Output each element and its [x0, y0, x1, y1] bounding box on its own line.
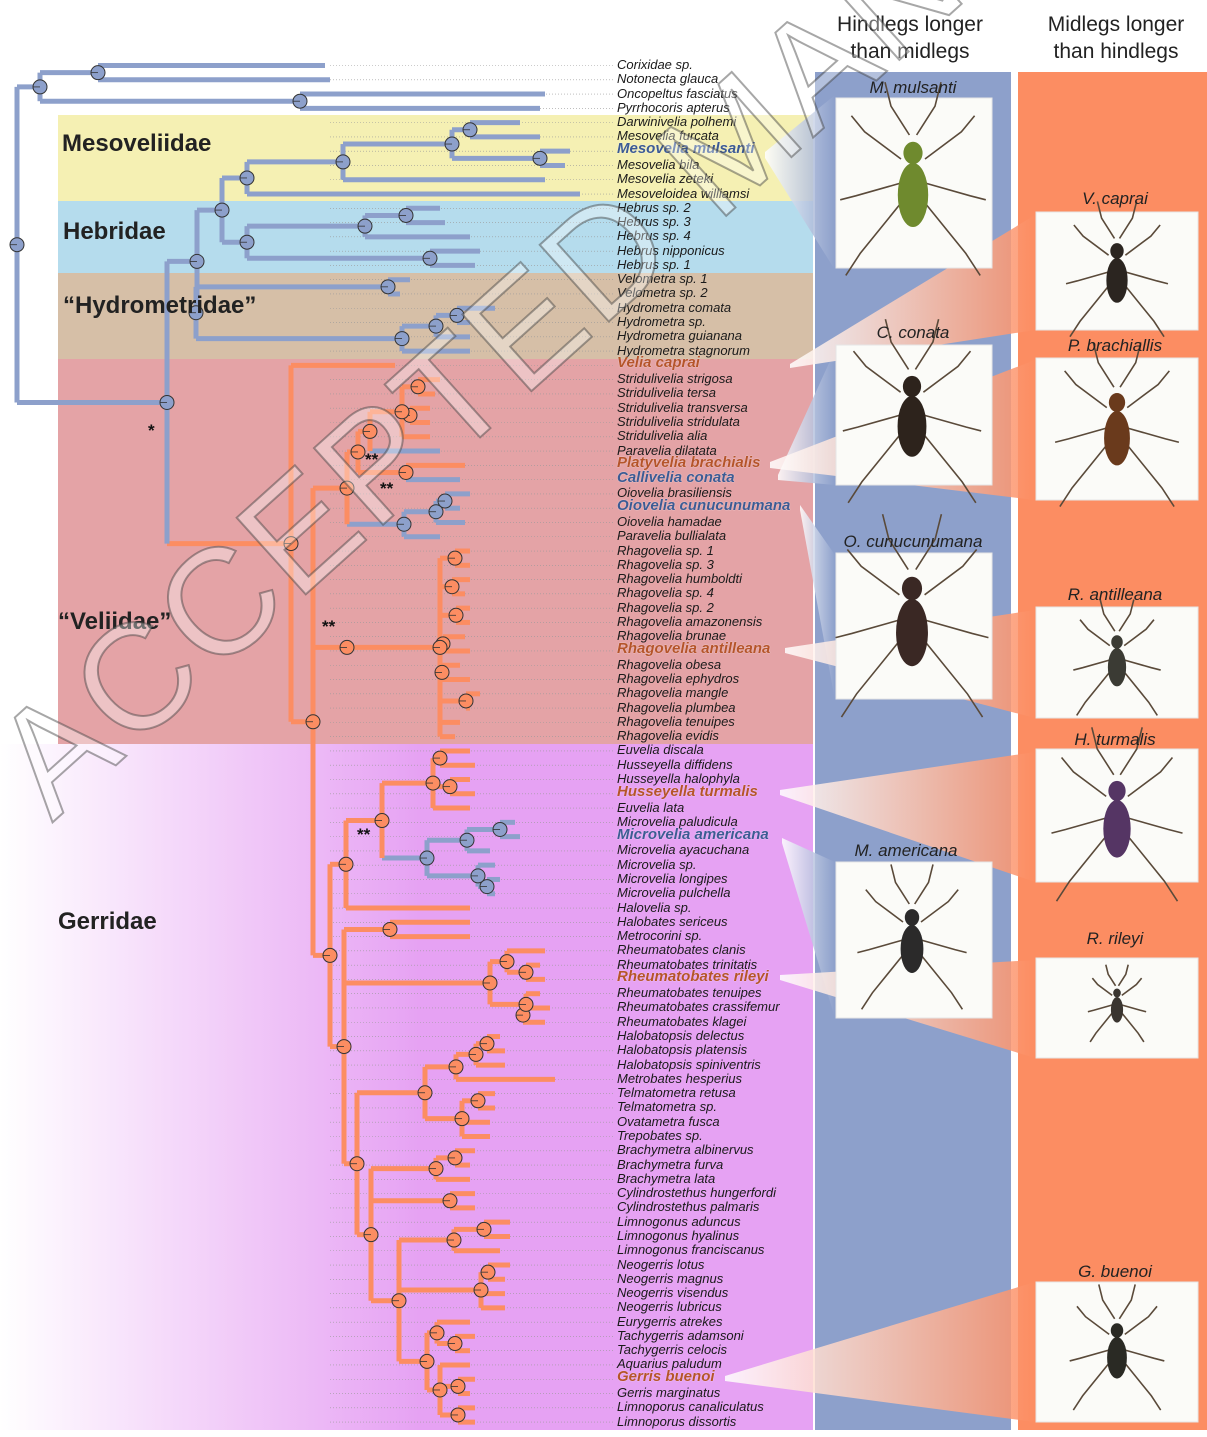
taxon-label: Callivelia conata	[617, 471, 735, 485]
taxon-label: Euvelia discala	[617, 743, 704, 757]
taxon-label: Metrocorini sp.	[617, 929, 702, 943]
band-gerridae-fade	[0, 744, 420, 1430]
taxon-label: Rhagovelia sp. 3	[617, 558, 714, 572]
taxon-label: Oiovelia hamadae	[617, 515, 722, 529]
taxon-label: Stridulivelia transversa	[617, 401, 748, 415]
taxon-label: Tachygerris celocis	[617, 1343, 727, 1357]
taxon-label: Rhagovelia antilleana	[617, 642, 770, 656]
taxon-label: Stridulivelia strigosa	[617, 372, 733, 386]
taxon-label: Stridulivelia alia	[617, 429, 707, 443]
significance-mark: *	[148, 421, 155, 441]
taxon-label: Stridulivelia stridulata	[617, 415, 740, 429]
taxon-label: Halobatopsis delectus	[617, 1029, 744, 1043]
family-label-gerridae: Gerridae	[58, 908, 157, 936]
taxon-label: Telmatometra retusa	[617, 1086, 736, 1100]
taxon-label: Rhagovelia humboldti	[617, 572, 742, 586]
taxon-label: Limnogonus hyalinus	[617, 1229, 739, 1243]
taxon-label: Rhagovelia obesa	[617, 658, 721, 672]
taxon-label: Rheumatobates crassifemur	[617, 1000, 780, 1014]
taxon-label: Paravelia bullialata	[617, 529, 726, 543]
species-label-o-cunucunumana: O. cunucunumana	[820, 532, 1006, 552]
taxon-label: Microvelia ayacuchana	[617, 843, 749, 857]
species-label-v-caprai: V. caprai	[1022, 189, 1207, 209]
taxon-label: Microvelia americana	[617, 828, 769, 842]
species-label-h-turmalis: H. turmalis	[1022, 730, 1207, 750]
taxon-label: Neogerris visendus	[617, 1286, 728, 1300]
taxon-label: Metrobates hesperius	[617, 1072, 742, 1086]
species-label-p-brachiallis: P. brachiallis	[1022, 336, 1207, 356]
taxon-label: Limnoporus canaliculatus	[617, 1400, 764, 1414]
taxon-label: Rhagovelia amazonensis	[617, 615, 762, 629]
taxon-label: Velia caprai	[617, 356, 700, 370]
species-label-r-rileyi: R. rileyi	[1022, 929, 1207, 949]
taxon-label: Rhagovelia ephydros	[617, 672, 739, 686]
taxon-label: Rhagovelia sp. 1	[617, 544, 714, 558]
taxon-label: Brachymetra albinervus	[617, 1143, 754, 1157]
taxon-label: Gerris marginatus	[617, 1386, 720, 1400]
taxon-label: Rheumatobates klagei	[617, 1015, 746, 1029]
header-midlegs-longer: Midlegs longer than hindlegs	[1016, 11, 1207, 65]
taxon-label: Rhagovelia plumbea	[617, 701, 736, 715]
taxon-label: Rheumatobates rileyi	[617, 970, 769, 984]
family-label-hebridae: Hebridae	[63, 218, 166, 246]
species-label-r-antilleana: R. antilleana	[1022, 585, 1207, 605]
species-label-g-buenoi: G. buenoi	[1022, 1262, 1207, 1282]
taxon-label: Tachygerris adamsoni	[617, 1329, 744, 1343]
taxon-label: Halobates sericeus	[617, 915, 728, 929]
species-label-c-conata: C. conata	[820, 323, 1006, 343]
taxon-label: Halobatopsis spiniventris	[617, 1058, 761, 1072]
taxon-label: Halovelia sp.	[617, 901, 691, 915]
taxon-label: Limnogonus aduncus	[617, 1215, 741, 1229]
taxon-label: Brachymetra lata	[617, 1172, 715, 1186]
taxon-label: Euvelia lata	[617, 801, 684, 815]
taxon-label: Neogerris magnus	[617, 1272, 723, 1286]
taxon-label: Rhagovelia evidis	[617, 729, 719, 743]
taxon-label: Husseyella diffidens	[617, 758, 733, 772]
taxon-label: Rheumatobates clanis	[617, 943, 746, 957]
taxon-label: Gerris buenoi	[617, 1370, 715, 1384]
taxon-label: Rhagovelia sp. 4	[617, 586, 714, 600]
taxon-label: Microvelia pulchella	[617, 886, 730, 900]
taxon-label: Microvelia longipes	[617, 872, 728, 886]
taxon-label: Brachymetra furva	[617, 1158, 723, 1172]
species-label-m-americana: M. americana	[806, 841, 1006, 861]
taxon-label: Telmatometra sp.	[617, 1100, 717, 1114]
taxon-label: Microvelia sp.	[617, 858, 696, 872]
taxon-label: Rheumatobates tenuipes	[617, 986, 762, 1000]
taxon-label: Cylindrostethus hungerfordi	[617, 1186, 776, 1200]
taxon-label: Rhagovelia tenuipes	[617, 715, 735, 729]
family-label-mesoveliidae: Mesoveliidae	[62, 130, 211, 158]
significance-mark: **	[357, 825, 370, 845]
taxon-label: Ovatametra fusca	[617, 1115, 720, 1129]
family-label-hydrometridae: “Hydrometridae”	[63, 292, 256, 320]
taxon-label: Limnogonus franciscanus	[617, 1243, 764, 1257]
taxon-label: Stridulivelia tersa	[617, 386, 716, 400]
taxon-label: Oiovelia cunucunumana	[617, 499, 790, 513]
taxon-label: Neogerris lubricus	[617, 1300, 722, 1314]
taxon-label: Eurygerris atrekes	[617, 1315, 722, 1329]
taxon-label: Cylindrostethus palmaris	[617, 1200, 759, 1214]
taxon-label: Neogerris lotus	[617, 1258, 704, 1272]
taxon-label: Rhagovelia mangle	[617, 686, 728, 700]
taxon-label: Limnoporus dissortis	[617, 1415, 736, 1429]
taxon-label: Trepobates sp.	[617, 1129, 703, 1143]
taxon-label: Rhagovelia sp. 2	[617, 601, 714, 615]
taxon-label: Husseyella turmalis	[617, 785, 758, 799]
taxon-label: Halobatopsis platensis	[617, 1043, 747, 1057]
